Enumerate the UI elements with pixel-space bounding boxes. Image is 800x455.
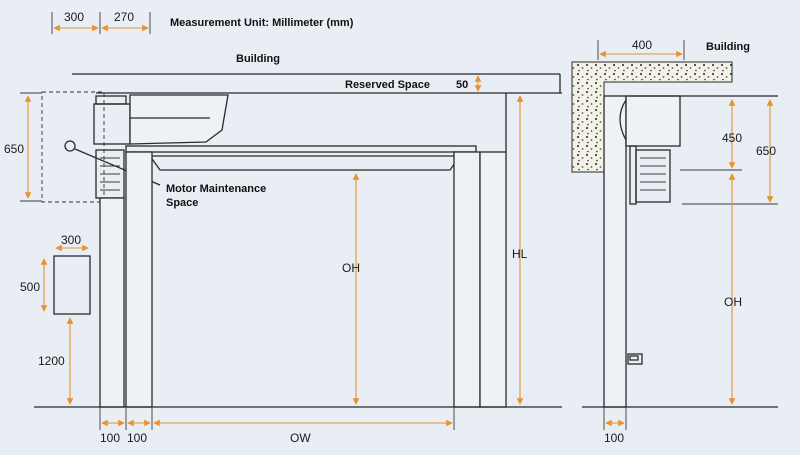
title: Measurement Unit: Millimeter (mm)	[170, 17, 354, 29]
side-bottom-100-label: 100	[604, 431, 624, 445]
side-door-housing	[603, 95, 681, 408]
right-column-outer	[479, 151, 507, 408]
door-curtain-head	[148, 155, 462, 171]
side-650-label: 650	[756, 144, 776, 158]
front-hl-label: HL	[512, 247, 528, 261]
side-building-label: Building	[706, 41, 750, 53]
reserved-space-label: Reserved Space	[345, 79, 430, 91]
side-top-400-label: 400	[632, 38, 652, 52]
bottom-dim-100a-label: 100	[100, 431, 120, 445]
top-dim-270-label: 270	[114, 10, 134, 24]
control-box	[53, 255, 91, 315]
left-column-outer	[99, 197, 125, 408]
motor-pointer-circle	[64, 140, 76, 152]
top-dimension-300: 300 270	[51, 10, 151, 34]
right-column-inner	[453, 151, 481, 408]
side-oh-label: OH	[724, 295, 742, 309]
reserved-space-value: 50	[456, 79, 468, 91]
motor-unit	[93, 95, 131, 199]
door-head-housing	[129, 94, 229, 145]
side-450-label: 450	[722, 131, 742, 145]
top-dim-300-label: 300	[64, 10, 84, 24]
motor-note-line1: Motor Maintenance	[166, 183, 266, 195]
ow-label: OW	[290, 431, 311, 445]
bottom-dim-100b-label: 100	[127, 431, 147, 445]
motor-maintenance-space	[41, 91, 105, 203]
motor-650-label: 650	[4, 142, 24, 156]
motor-note-line2: Space	[166, 197, 198, 209]
left-column-inner	[125, 151, 153, 408]
control-box-height-label: 500	[20, 280, 40, 294]
control-box-elevation-label: 1200	[38, 354, 65, 368]
front-building-label: Building	[236, 53, 280, 65]
control-box-width-label: 300	[61, 233, 81, 247]
front-oh-label: OH	[342, 261, 360, 275]
door-header-beam	[125, 145, 477, 153]
